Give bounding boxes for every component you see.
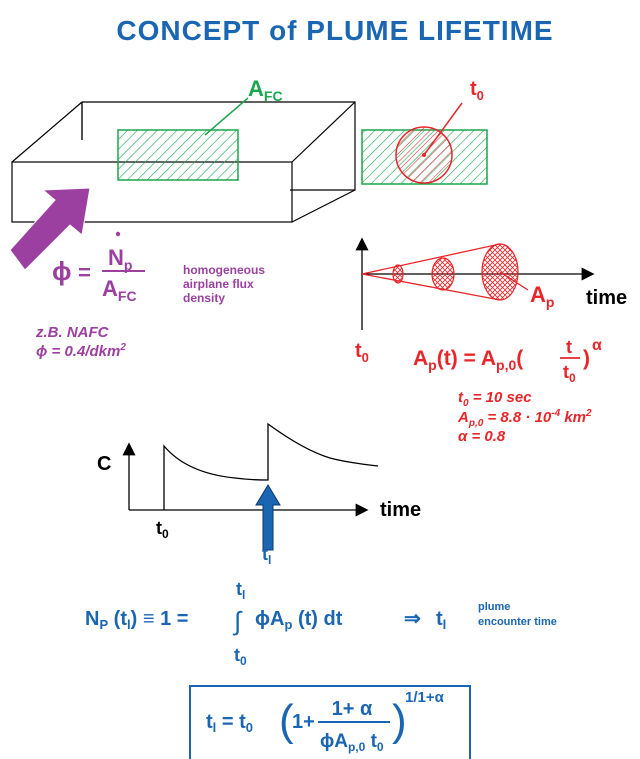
svg-text:α: α	[592, 337, 602, 354]
svg-text:Ap(t) = Ap,0(: Ap(t) = Ap,0(	[413, 347, 523, 373]
flight-corridor-box	[11, 101, 356, 223]
svg-text:tl: tl	[236, 579, 245, 602]
svg-text:∫: ∫	[232, 606, 243, 636]
concentration-t0-label: t0	[156, 518, 169, 541]
encounter-arrow	[255, 484, 281, 551]
svg-text:ϕAp (t) dt: ϕAp (t) dt	[255, 608, 343, 632]
concentration-tl-label: tl	[262, 544, 271, 567]
boxed-formula: tl = t0 ( 1+ 1+ α ϕAp,0 t0 ) 1/1+α	[206, 689, 445, 754]
ap-leader-line	[499, 271, 529, 291]
flux-equals: =	[78, 260, 91, 285]
svg-text:1+: 1+	[292, 711, 315, 733]
ap-label: Ap	[530, 282, 554, 310]
flux-numerator: Np	[108, 245, 132, 273]
flux-description: homogeneous airplane flux density	[183, 263, 265, 305]
svg-text:airplane flux: airplane flux	[183, 277, 254, 291]
t0-leader-line	[423, 102, 463, 156]
svg-text:ϕ = 0.4/dkm2: ϕ = 0.4/dkm2	[36, 342, 126, 360]
concentration-c-label: C	[97, 453, 111, 475]
afc-hatched-area	[117, 129, 239, 181]
flux-formula: ϕ = Np AFC	[52, 231, 145, 304]
plume-ellipse-small	[392, 264, 404, 284]
plume-cone	[361, 243, 501, 301]
concentration-curve	[163, 422, 379, 510]
t0-top-label: t0	[470, 78, 484, 103]
ap-parameters: t0 = 10 sec Ap,0 = 8.8 · 10-4 km2 α = 0.…	[457, 389, 592, 445]
svg-text:ϕAp,0 t0: ϕAp,0 t0	[320, 731, 384, 754]
dot-over-n	[115, 231, 121, 237]
concentration-time-label: time	[380, 499, 421, 521]
svg-text:t0: t0	[563, 362, 576, 385]
svg-text:1/1+α: 1/1+α	[405, 689, 445, 706]
flux-example: z.B. NAFC ϕ = 0.4/dkm2	[35, 324, 126, 360]
afc-leader-line	[204, 97, 249, 136]
afc-label: AFC	[248, 76, 283, 104]
flux-denominator: AFC	[102, 276, 137, 304]
concentration-axes	[122, 442, 369, 517]
svg-text:tl = t0: tl = t0	[206, 711, 253, 735]
svg-text:1+ α: 1+ α	[332, 698, 373, 720]
ap-formula: Ap(t) = Ap,0( t t0 ) α	[413, 337, 602, 385]
svg-text:Ap,0 = 8.8 · 10-4 km2: Ap,0 = 8.8 · 10-4 km2	[457, 408, 592, 429]
svg-text:(: (	[279, 696, 294, 745]
svg-text:z.B. NAFC: z.B. NAFC	[35, 324, 110, 341]
plume-time-label: time	[586, 287, 627, 309]
svg-text:⇒: ⇒	[404, 608, 421, 630]
svg-text:homogeneous: homogeneous	[183, 263, 265, 277]
svg-text:density: density	[183, 291, 225, 305]
integral-equation: NP (tl) ≡ 1 = tl ∫ t0 ϕAp (t) dt ⇒ tl pl…	[85, 579, 557, 668]
svg-text:t: t	[566, 337, 572, 357]
flux-arrow	[9, 187, 91, 271]
formula-box	[189, 685, 471, 759]
svg-text:): )	[583, 347, 590, 370]
t0-axis-label: t0	[355, 340, 369, 365]
svg-text:tl: tl	[436, 608, 446, 632]
svg-text:): )	[392, 696, 407, 745]
page-title: CONCEPT of PLUME LIFETIME	[116, 15, 553, 46]
svg-text:plume: plume	[478, 601, 510, 613]
plume-ellipse-medium	[431, 257, 455, 291]
svg-text:encounter time: encounter time	[478, 616, 557, 628]
svg-text:t0 = 10 sec: t0 = 10 sec	[458, 389, 532, 409]
svg-text:NP (tl) ≡ 1 =: NP (tl) ≡ 1 =	[85, 608, 188, 632]
svg-text:t0: t0	[234, 645, 247, 668]
phi-symbol: ϕ	[52, 256, 72, 286]
plume-axes	[355, 237, 595, 330]
svg-text:α = 0.8: α = 0.8	[458, 428, 506, 445]
